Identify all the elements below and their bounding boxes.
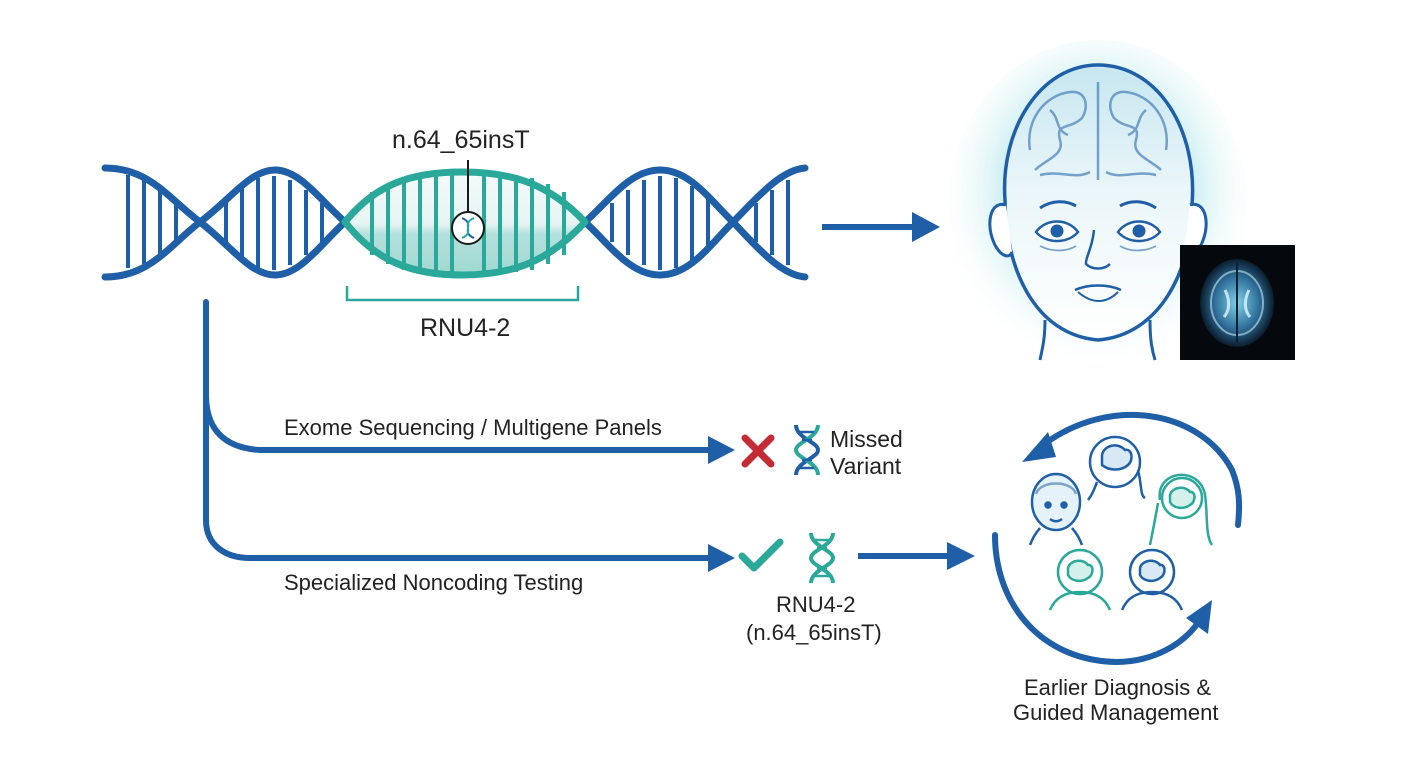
check-icon	[738, 538, 784, 572]
detected-gene: RNU4-2	[776, 592, 856, 617]
variant-label: n.64_65insT	[392, 126, 530, 154]
dna-mini-icon	[461, 217, 475, 239]
detected-variant: (n.64_65insT)	[746, 620, 882, 645]
missed-line1: Missed	[830, 426, 903, 452]
gene-label: RNU4-2	[420, 314, 511, 342]
noncoding-path-label: Specialized Noncoding Testing	[284, 570, 584, 595]
dna-helix-icon-teal	[808, 532, 836, 584]
brain-mri-icon	[1180, 245, 1295, 360]
exome-path-label: Exome Sequencing / Multigene Panels	[284, 415, 662, 440]
cross-icon	[741, 434, 775, 468]
dna-helix-icon	[793, 424, 821, 476]
missed-line2: Variant	[830, 453, 902, 479]
outcome-line2: Guided Management	[1013, 700, 1219, 725]
outcome-line1: Earlier Diagnosis &	[1024, 675, 1212, 700]
